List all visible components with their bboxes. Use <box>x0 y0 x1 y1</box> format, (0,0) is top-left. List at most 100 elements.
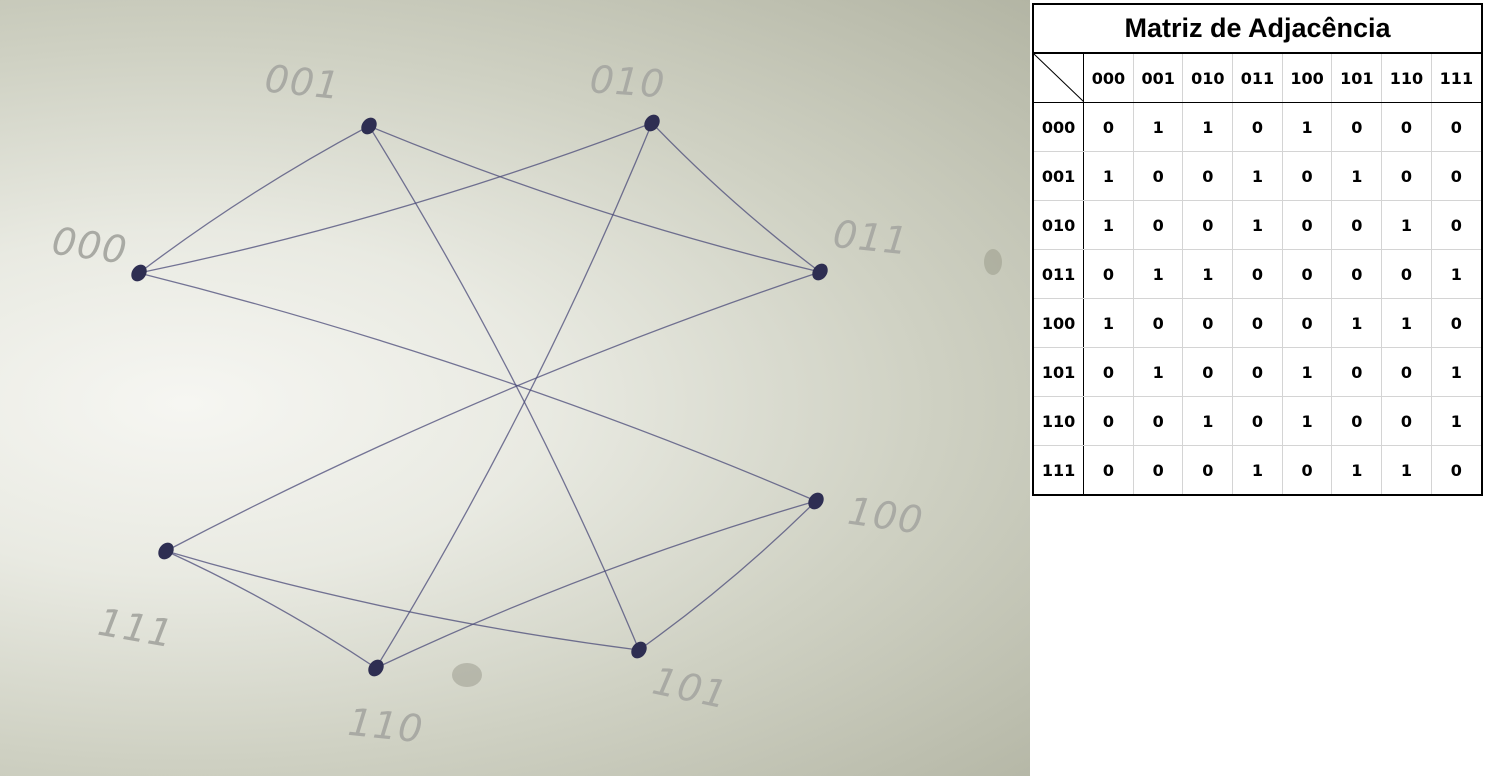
matrix-cell: 1 <box>1430 347 1481 397</box>
graph-node <box>631 641 647 659</box>
matrix-cell: 1 <box>1232 445 1283 494</box>
node-label: 110 <box>346 700 426 752</box>
matrix-cell: 0 <box>1331 249 1383 299</box>
matrix-cell: 1 <box>1232 200 1283 250</box>
matrix-cell: 0 <box>1182 347 1234 397</box>
matrix-cell: 0 <box>1281 298 1333 348</box>
matrix-cell: 0 <box>1430 298 1481 348</box>
matrix-cell: 0 <box>1132 298 1184 348</box>
matrix-cell: 0 <box>1232 102 1283 152</box>
matrix-cell: 1 <box>1430 396 1481 446</box>
matrix-cell: 0 <box>1232 298 1283 348</box>
matrix-cell: 0 <box>1281 200 1333 250</box>
paper-smudge <box>452 663 482 687</box>
matrix-cell: 0 <box>1381 396 1432 446</box>
graph-edge <box>165 550 377 669</box>
matrix-cell: 0 <box>1281 445 1333 494</box>
matrix-cell: 1 <box>1331 445 1383 494</box>
matrix-cell: 0 <box>1381 249 1432 299</box>
matrix-cell: 0 <box>1182 151 1234 201</box>
matrix-cell: 0 <box>1232 396 1283 446</box>
matrix-cell: 0 <box>1083 249 1134 299</box>
node-label: 010 <box>588 57 666 106</box>
hand-drawn-graph-photo: 000 001 010 011 100 101 110 111 <box>0 0 1030 776</box>
graph-edge <box>651 122 821 273</box>
matrix-row-header: 011 <box>1034 249 1085 299</box>
matrix-cell: 0 <box>1232 347 1283 397</box>
graph-edge <box>138 125 370 274</box>
matrix-cell: 1 <box>1232 151 1283 201</box>
matrix-column-header: 011 <box>1232 54 1283 103</box>
matrix-cell: 0 <box>1331 200 1383 250</box>
matrix-cell: 0 <box>1281 249 1333 299</box>
matrix-cell: 0 <box>1132 151 1184 201</box>
node-label: 000 <box>49 219 130 273</box>
matrix-cell: 0 <box>1331 102 1383 152</box>
matrix-cell: 0 <box>1132 200 1184 250</box>
matrix-cell: 1 <box>1381 445 1432 494</box>
matrix-cell: 0 <box>1381 151 1432 201</box>
matrix-cell: 1 <box>1083 298 1134 348</box>
graph-edge <box>375 122 653 669</box>
graph-node <box>131 264 147 282</box>
matrix-cell: 0 <box>1331 347 1383 397</box>
matrix-cell: 0 <box>1430 102 1481 152</box>
matrix-column-header: 100 <box>1281 54 1333 103</box>
matrix-column-header: 111 <box>1430 54 1481 103</box>
matrix-row-header: 100 <box>1034 298 1085 348</box>
matrix-cell: 1 <box>1331 298 1383 348</box>
graph-edge <box>138 272 817 502</box>
matrix-cell: 0 <box>1232 249 1283 299</box>
matrix-cell: 0 <box>1083 102 1134 152</box>
graph-edge <box>138 122 653 274</box>
matrix-title: Matriz de Adjacência <box>1034 5 1481 54</box>
matrix-cell: 1 <box>1381 298 1432 348</box>
graph-node <box>158 542 174 560</box>
matrix-row-header: 101 <box>1034 347 1085 397</box>
matrix-row-header: 110 <box>1034 396 1085 446</box>
matrix-column-header: 000 <box>1083 54 1134 103</box>
node-label: 101 <box>649 659 732 718</box>
matrix-cell: 1 <box>1182 249 1234 299</box>
matrix-column-header: 010 <box>1182 54 1234 103</box>
graph-edge <box>638 500 817 651</box>
matrix-cell: 1 <box>1132 102 1184 152</box>
corner-diagonal-line <box>1034 54 1084 102</box>
matrix-cell: 1 <box>1281 396 1333 446</box>
graph-node <box>812 263 828 281</box>
matrix-cell: 1 <box>1083 200 1134 250</box>
matrix-cell: 0 <box>1430 445 1481 494</box>
matrix-cell: 1 <box>1132 347 1184 397</box>
matrix-cell: 0 <box>1331 396 1383 446</box>
node-label: 011 <box>831 212 911 264</box>
matrix-cell: 1 <box>1281 102 1333 152</box>
graph-edge <box>375 500 817 669</box>
matrix-cell: 0 <box>1083 445 1134 494</box>
matrix-cell: 0 <box>1381 347 1432 397</box>
matrix-column-header: 101 <box>1331 54 1383 103</box>
matrix-cell: 1 <box>1132 249 1184 299</box>
matrix-cell: 1 <box>1430 249 1481 299</box>
paper-smudge <box>984 249 1002 275</box>
matrix-row-header: 000 <box>1034 102 1085 152</box>
graph-edge <box>165 271 821 552</box>
graph-drawing: 000 001 010 011 100 101 110 111 <box>49 56 1002 752</box>
matrix-row-header: 001 <box>1034 151 1085 201</box>
matrix-row-header: 111 <box>1034 445 1085 494</box>
matrix-cell: 0 <box>1182 445 1234 494</box>
graph-edge <box>368 125 640 651</box>
matrix-column-header: 001 <box>1132 54 1184 103</box>
matrix-cell: 0 <box>1381 102 1432 152</box>
matrix-cell: 1 <box>1281 347 1333 397</box>
graph-node <box>808 492 824 510</box>
matrix-cell: 0 <box>1281 151 1333 201</box>
node-label: 001 <box>263 56 343 108</box>
graph-edge <box>165 550 640 651</box>
